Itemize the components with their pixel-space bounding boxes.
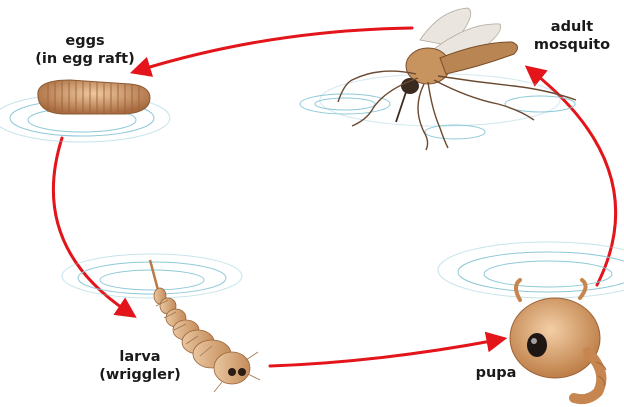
arrow-eggs-to-larva bbox=[53, 138, 128, 312]
label-larva: larva (wriggler) bbox=[90, 348, 190, 384]
label-pupa-line1: pupa bbox=[466, 364, 526, 382]
label-adult-mosquito: adult mosquito bbox=[520, 18, 624, 54]
label-adult-line2: mosquito bbox=[520, 36, 624, 54]
arrow-adult-to-eggs bbox=[140, 28, 412, 70]
label-eggs-line2: (in egg raft) bbox=[10, 50, 160, 68]
label-larva-line2: (wriggler) bbox=[90, 366, 190, 384]
label-larva-line1: larva bbox=[90, 348, 190, 366]
egg-raft-illustration bbox=[0, 80, 170, 142]
label-pupa: pupa bbox=[466, 364, 526, 382]
mosquito-legs bbox=[338, 71, 576, 150]
label-eggs: eggs (in egg raft) bbox=[10, 32, 160, 68]
adult-water-ripples bbox=[300, 74, 575, 139]
pupa-water-ripples bbox=[438, 242, 624, 298]
larva-water-ripples bbox=[62, 254, 242, 298]
arrow-larva-to-pupa bbox=[270, 340, 497, 366]
label-eggs-line1: eggs bbox=[10, 32, 160, 50]
label-adult-line1: adult bbox=[520, 18, 624, 36]
